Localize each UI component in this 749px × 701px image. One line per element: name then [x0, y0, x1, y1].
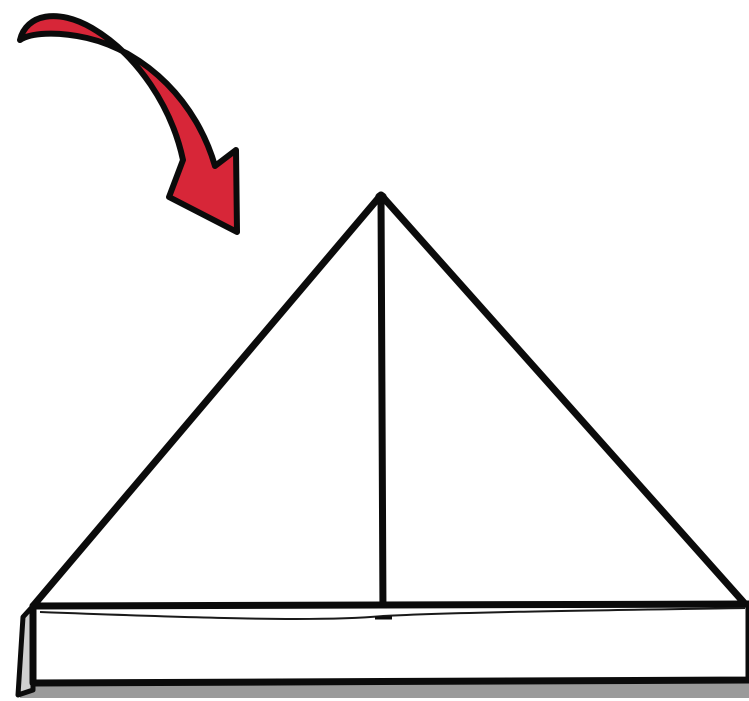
center-crease — [381, 195, 383, 616]
fold-arrow — [20, 16, 237, 232]
hat-triangle — [33, 195, 747, 606]
apex-point — [375, 192, 387, 204]
